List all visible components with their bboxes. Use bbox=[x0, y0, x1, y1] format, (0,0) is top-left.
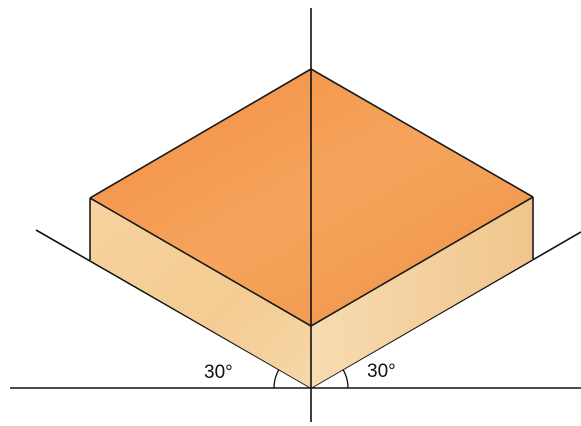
left-angle-arc bbox=[273, 369, 280, 389]
left-angle-label: 30° bbox=[204, 362, 233, 383]
right-receding-axis-line bbox=[310, 231, 581, 389]
right-angle-arc bbox=[342, 369, 349, 389]
block-top-outline bbox=[89, 68, 534, 199]
right-angle-label: 30° bbox=[367, 361, 396, 382]
block-right-face bbox=[311, 197, 533, 388]
left-receding-axis-line bbox=[35, 229, 312, 389]
block-front-top-edges bbox=[89, 196, 534, 327]
block-left-face bbox=[90, 198, 311, 388]
